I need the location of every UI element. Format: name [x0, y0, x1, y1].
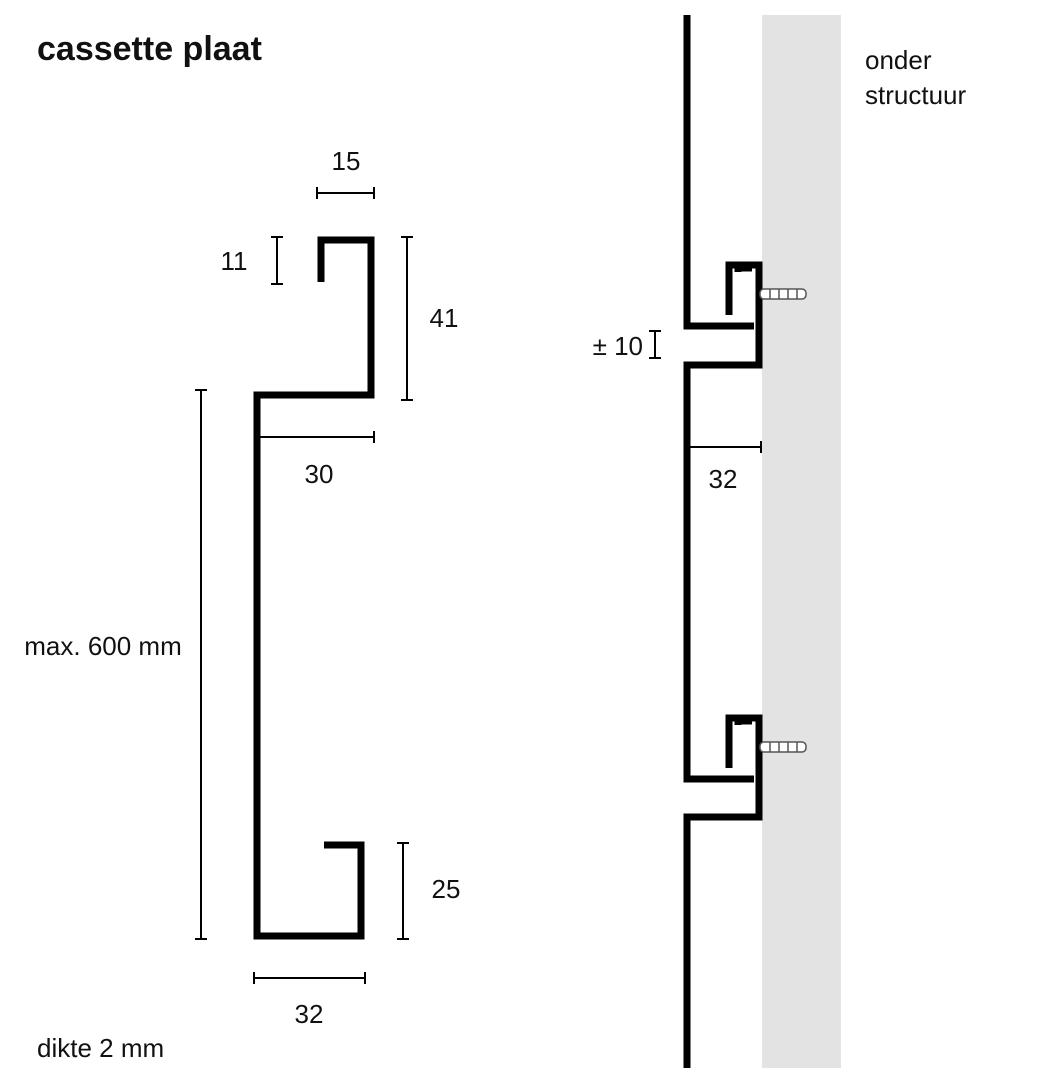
- dim-bottom-flange-height-label: 25: [432, 874, 461, 904]
- substructure: [762, 15, 841, 1068]
- diagram-title: cassette plaat: [37, 30, 262, 68]
- dim-bottom-flange-height: [397, 842, 409, 940]
- dim-installed-depth: [687, 441, 762, 453]
- installed-hook-upper: [734, 264, 752, 272]
- dim-installed-depth-label: 32: [709, 464, 738, 494]
- dim-bottom-depth-label: 32: [295, 999, 324, 1029]
- screw-icon: [759, 741, 807, 753]
- substructure-label-line1: onder: [865, 45, 932, 75]
- dim-top-lip-height: [271, 236, 283, 285]
- installed-hook-lower: [734, 717, 752, 725]
- dim-top-lip-height-label: 11: [221, 246, 248, 276]
- dim-top-lip-width: [316, 187, 375, 199]
- screw-icon: [759, 288, 807, 300]
- cassette-profile: [253, 236, 375, 940]
- dim-top-lip-width-label: 15: [332, 146, 361, 176]
- dim-top-flange-height-label: 41: [430, 303, 459, 333]
- dim-panel-height-label: max. 600 mm: [24, 631, 182, 661]
- thickness-label: dikte 2 mm: [37, 1033, 164, 1063]
- dim-top-flange-depth: [257, 431, 375, 443]
- dim-panel-height: [195, 389, 207, 940]
- dim-gap-label: ± 10: [593, 331, 643, 361]
- dim-gap: [649, 330, 661, 359]
- dim-top-flange-height: [401, 236, 413, 401]
- installed-panel-upper: [683, 15, 754, 330]
- substructure-label-line2: structuur: [865, 80, 966, 110]
- dim-top-flange-depth-label: 30: [305, 459, 334, 489]
- installed-panel-middle: [683, 261, 763, 783]
- installed-panel-lower: [683, 714, 763, 1068]
- dim-bottom-depth: [253, 972, 366, 984]
